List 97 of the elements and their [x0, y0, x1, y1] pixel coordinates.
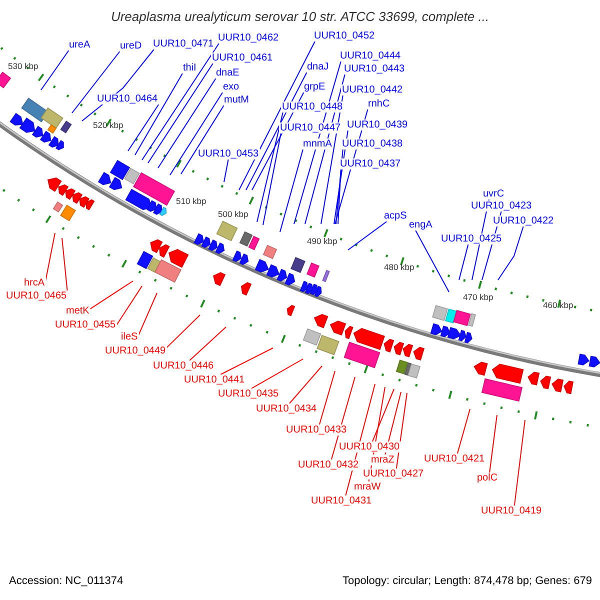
scale-label: 460 kbp: [543, 300, 574, 310]
leader-line: [288, 366, 322, 404]
leader-line: [116, 286, 142, 326]
gene-label: UUR10_0433: [285, 424, 348, 436]
gene-label: mraZ: [370, 454, 396, 466]
leader-line: [458, 244, 469, 280]
gene-label: mnmA: [302, 138, 333, 150]
leader-line: [456, 408, 470, 454]
gene-label: rnhC: [367, 98, 391, 110]
gene-label: UUR10_0432: [297, 460, 360, 470]
leader-line: [142, 43, 220, 160]
leader-line: [330, 376, 356, 460]
gene-label: UUR10_0453: [197, 148, 260, 160]
title: Ureaplasma urealyticum serovar 10 str. ATCC 33699, complete ...: [110, 9, 490, 24]
gene-label: ureA: [68, 40, 92, 50]
leader-line: [148, 63, 214, 164]
gene-label: UUR10_0438: [341, 138, 404, 150]
leader-line: [498, 226, 524, 280]
gene-label: UUR10_0421: [423, 454, 486, 464]
gene-label: UUR10_0465: [5, 290, 68, 302]
leader-line: [180, 105, 224, 174]
leader-line: [280, 149, 304, 232]
gene-label: UUR10_0422: [492, 216, 555, 226]
gene-label: engA: [408, 220, 434, 230]
gene-label: UUR10_0423: [470, 200, 533, 212]
gene-label: UUR10_0455: [54, 320, 117, 330]
scale-label: 520 kbp: [93, 120, 124, 130]
gene-label: UUR10_0430: [338, 442, 401, 452]
gene-label: mraW: [353, 482, 382, 492]
leader-line: [336, 149, 344, 224]
gene-label: UUR10_0435: [217, 388, 280, 400]
leader-line: [256, 112, 284, 222]
leader-line: [238, 41, 316, 190]
scale-label: 510 kbp: [176, 196, 206, 206]
gene-label: dnaJ: [306, 62, 330, 72]
scale-label: 530 kbp: [8, 61, 38, 71]
scale-label: 490 kbp: [307, 236, 338, 246]
scale-label: 470 kbp: [463, 292, 494, 302]
leader-line: [338, 169, 342, 224]
gene-label: thiI: [182, 62, 198, 74]
leader-line: [224, 159, 229, 182]
gene-label: UUR10_0431: [310, 496, 373, 506]
gene-label: UUR10_0452: [313, 30, 376, 42]
gene-label: UUR10_0427: [362, 468, 425, 480]
leader-line: [250, 358, 304, 389]
leader-line: [318, 370, 336, 425]
gene-label: polC: [476, 472, 499, 484]
gene-label: metK: [65, 306, 90, 316]
leader-line: [189, 326, 226, 361]
leader-line: [415, 230, 450, 292]
gene-label: UUR10_0419: [480, 506, 543, 516]
leader-line: [134, 73, 183, 156]
gene-label: grpE: [303, 82, 326, 92]
leader-line: [166, 314, 200, 348]
scale-label: 480 kbp: [384, 262, 414, 272]
gene-label: UUR10_0443: [343, 64, 406, 74]
leader-line: [170, 92, 224, 176]
leader-line: [158, 78, 216, 168]
leader-line: [128, 104, 160, 152]
gene-label: ileS: [120, 332, 139, 342]
gene-label: UUR10_0461: [211, 52, 274, 64]
gene-label: mutM: [223, 94, 250, 106]
gene-label: UUR10_0441: [183, 374, 246, 386]
gene-label: UUR10_0444: [339, 50, 402, 62]
leader-line: [90, 280, 134, 310]
leader-line: [246, 72, 308, 190]
gene-label: UUR10_0464: [96, 94, 159, 104]
gene-label: ureD: [119, 40, 143, 52]
gene-label: exo: [222, 82, 240, 92]
gene-label: UUR10_0462: [217, 32, 280, 44]
leader-line: [45, 232, 56, 282]
gene-label: UUR10_0439: [346, 120, 409, 130]
leader-line: [220, 348, 274, 375]
leader-line: [262, 133, 282, 226]
gene-label: dnaE: [215, 68, 240, 78]
gene-label: UUR10_0437: [339, 158, 402, 170]
gene-label: UUR10_0447: [279, 122, 342, 134]
genome-info-text: Topology: circular; Length: 874,478 bp; Genes: 679: [342, 575, 592, 587]
leader-line: [348, 221, 388, 250]
leader-line: [489, 414, 498, 473]
gene-label: UUR10_0449: [104, 346, 167, 356]
leader-line: [138, 292, 158, 336]
gene-label: UUR10_0425: [440, 234, 503, 244]
gene-label: UUR10_0442: [341, 84, 404, 96]
leader-line: [40, 50, 70, 90]
gene-label: UUR10_0448: [281, 102, 344, 112]
gene-label: hrcA: [23, 278, 46, 288]
leader-line: [72, 51, 120, 114]
gene-label: UUR10_0446: [152, 360, 215, 372]
gene-label: acpS: [383, 210, 408, 222]
leader-line: [514, 420, 526, 506]
gene-label: uvrC: [482, 188, 506, 200]
leader-line: [372, 388, 394, 442]
accession-text: Accession: NC_011374: [9, 575, 124, 587]
gene-label: UUR10_0471: [152, 38, 215, 50]
scale-label: 500 kbp: [218, 209, 248, 219]
gene-label: UUR10_0434: [255, 404, 318, 414]
